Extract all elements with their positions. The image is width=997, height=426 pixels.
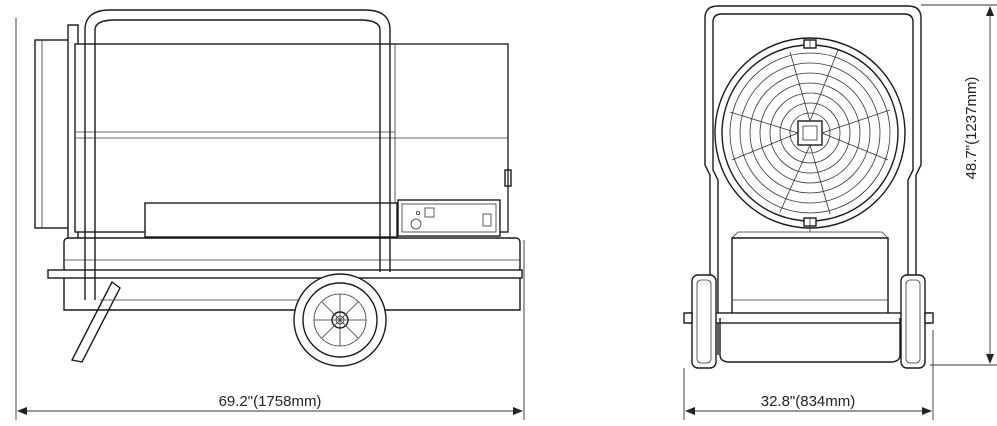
side-rear-leg <box>70 280 121 363</box>
front-axle <box>689 312 931 324</box>
side-view <box>34 9 523 367</box>
front-frame <box>704 5 922 360</box>
height-label: 48.7"(1237mm) <box>963 77 980 180</box>
side-frame-handle <box>84 9 391 300</box>
front-width-dimension: 32.8"(834mm) <box>683 330 934 420</box>
front-fan-hub <box>797 120 823 146</box>
front-left-wheel <box>691 274 717 369</box>
side-length-dimension: 69.2"(1758mm) <box>15 18 525 420</box>
front-right-wheel <box>900 274 926 369</box>
side-length-label: 69.2"(1758mm) <box>219 393 322 410</box>
side-base-plate <box>47 269 523 279</box>
front-view <box>683 5 934 369</box>
side-fuel-tank <box>63 237 521 273</box>
side-control-panel <box>397 199 501 237</box>
height-dimension: 48.7"(1237mm) <box>921 4 997 366</box>
front-tank <box>731 237 889 319</box>
front-width-label: 32.8"(834mm) <box>761 393 856 410</box>
